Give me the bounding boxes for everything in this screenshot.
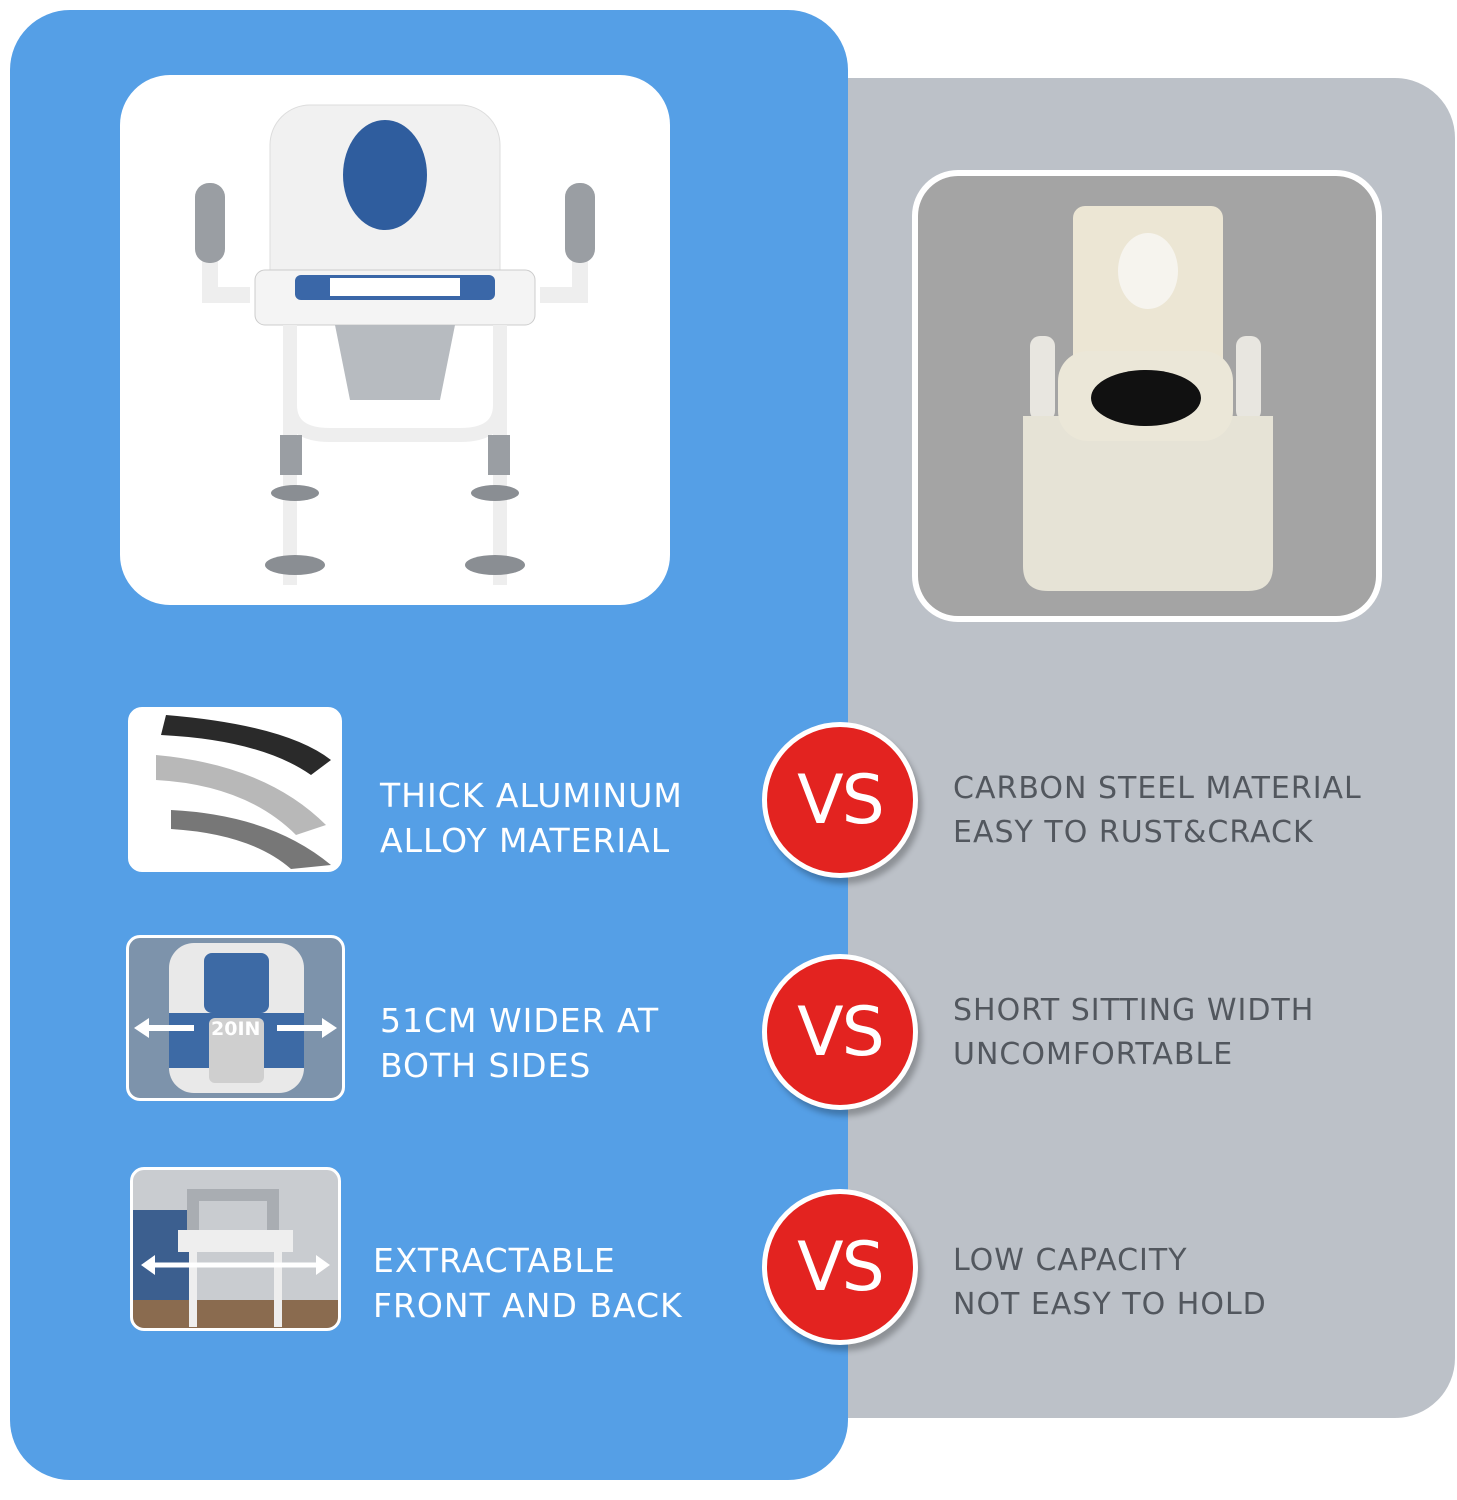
drawback-text-line: SHORT SITTING WIDTH: [953, 993, 1315, 1028]
feature-text-line: THICK ALUMINUM: [380, 776, 683, 815]
wide-seat-thumbnail: 20IN: [126, 935, 345, 1101]
portable-toilet-image: [912, 170, 1382, 622]
aluminum-tube-thumbnail: [128, 707, 342, 872]
feature-text-line: 51CM WIDER AT: [380, 1001, 660, 1040]
drawback-text-line: LOW CAPACITY: [953, 1243, 1188, 1278]
feature-text-line: FRONT AND BACK: [373, 1286, 683, 1325]
vs-badge: VS: [762, 954, 918, 1110]
vs-badge: VS: [762, 1189, 918, 1345]
vs-badge: VS: [762, 722, 918, 878]
extractable-bucket-thumbnail: [130, 1167, 341, 1331]
width-label: 20IN: [211, 1018, 261, 1040]
feature-text-line: ALLOY MATERIAL: [380, 821, 671, 860]
feature-text-line: BOTH SIDES: [380, 1046, 592, 1085]
drawback-text-line: CARBON STEEL MATERIAL: [953, 771, 1362, 806]
commode-chair-image: [120, 75, 670, 605]
drawback-text-line: NOT EASY TO HOLD: [953, 1287, 1267, 1322]
feature-text-line: EXTRACTABLE: [373, 1241, 616, 1280]
drawback-text-line: EASY TO RUST&CRACK: [953, 815, 1314, 850]
drawback-text-line: UNCOMFORTABLE: [953, 1037, 1234, 1072]
